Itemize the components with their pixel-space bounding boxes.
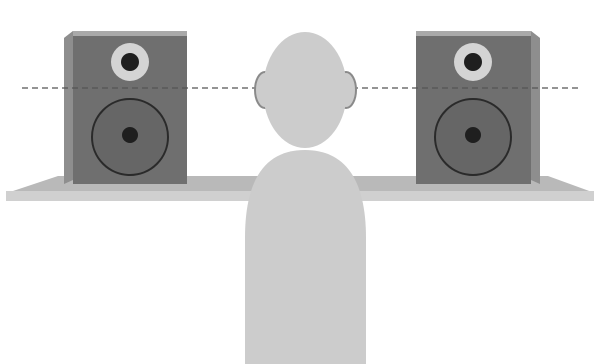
right-speaker <box>416 31 540 184</box>
left-speaker <box>64 31 187 184</box>
left-woofer-center <box>122 127 138 143</box>
right-woofer-center <box>465 127 481 143</box>
right-tweeter-center <box>464 53 482 71</box>
listener-head <box>263 32 347 148</box>
listener <box>245 32 366 364</box>
listener-body <box>245 150 366 364</box>
left-speaker-side <box>64 31 73 184</box>
left-tweeter-center <box>121 53 139 71</box>
right-speaker-side <box>531 31 540 184</box>
